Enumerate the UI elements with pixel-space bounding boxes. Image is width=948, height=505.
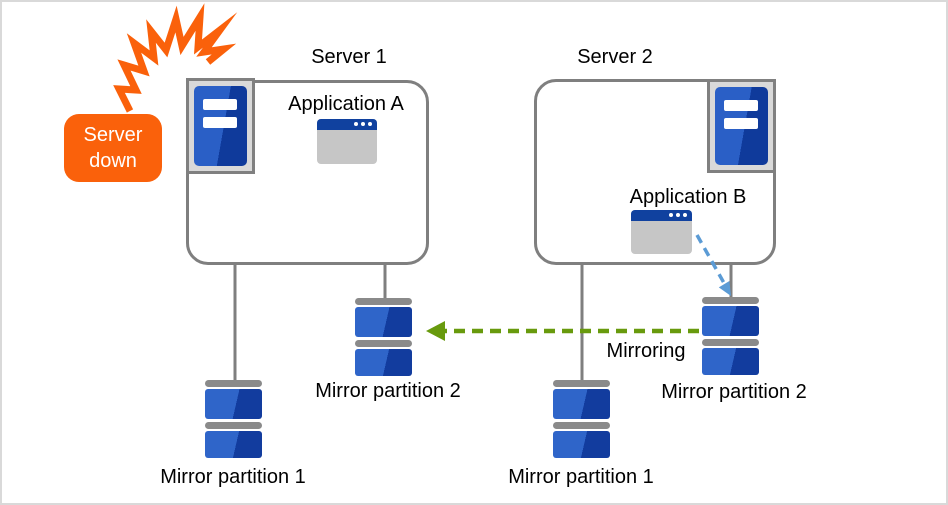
server1-label: Server 1 xyxy=(311,46,387,68)
server2-mirror-partition1-label: Mirror partition 1 xyxy=(508,466,654,488)
server2-mirror-partition2-label: Mirror partition 2 xyxy=(661,381,807,403)
server-tower-body xyxy=(194,86,247,166)
mirroring-label: Mirroring xyxy=(606,340,686,362)
tower-slot xyxy=(724,100,758,111)
server1-mirror-partition2-label: Mirror partition 2 xyxy=(315,380,461,402)
application-b-window-icon xyxy=(631,210,692,254)
server1-tower-icon xyxy=(186,78,255,174)
window-dots xyxy=(669,213,687,217)
server-down-badge: Server down xyxy=(64,114,162,182)
server2-mirror-partition2-disk-icon xyxy=(702,297,759,375)
server1-mirror-partition2-disk-icon xyxy=(355,298,412,376)
application-a-label: Application A xyxy=(288,93,404,115)
mirroring-arrowhead xyxy=(426,321,445,341)
window-dots xyxy=(354,122,372,126)
window-titlebar xyxy=(631,210,692,221)
tower-slot xyxy=(724,118,758,129)
server-tower-body xyxy=(715,87,768,165)
server2-label: Server 2 xyxy=(577,46,653,68)
app-write-arrowhead xyxy=(718,281,731,296)
application-b-label: Application B xyxy=(629,186,747,208)
tower-slot xyxy=(203,117,237,128)
server1-mirror-partition1-disk-icon xyxy=(205,380,262,458)
server1-mirror-partition1-label: Mirror partition 1 xyxy=(160,466,306,488)
application-a-window-icon xyxy=(317,119,377,164)
tower-slot xyxy=(203,99,237,110)
window-titlebar xyxy=(317,119,377,130)
server2-mirror-partition1-disk-icon xyxy=(553,380,610,458)
server2-tower-icon xyxy=(707,79,776,173)
